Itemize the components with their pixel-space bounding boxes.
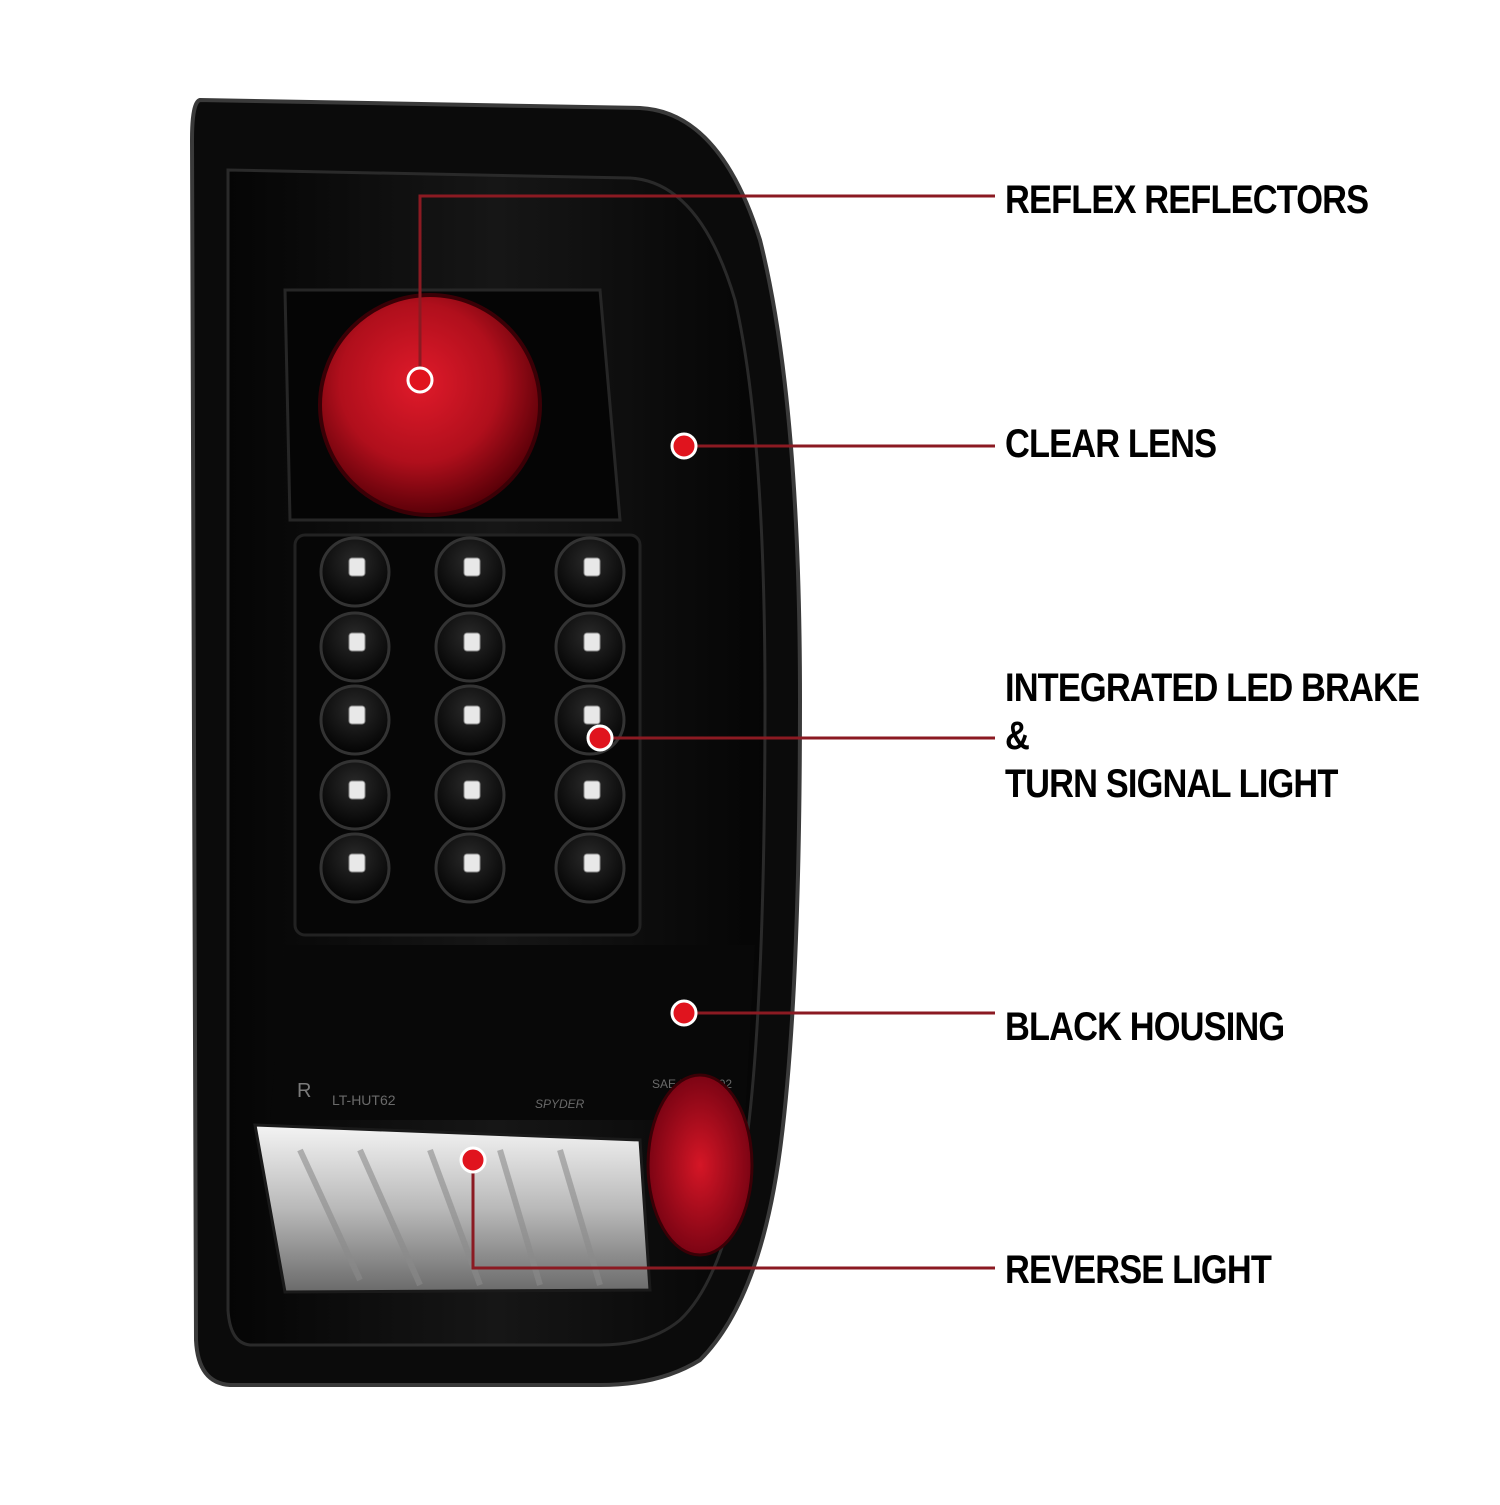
led-diode [348,632,366,652]
led-diode [583,853,601,873]
callout-label-clear-lens: CLEAR LENS [1005,422,1217,466]
callout-line-reverse-light [471,1160,995,1270]
led-diode [348,780,366,800]
callout-dots [406,366,698,1174]
callout-lines [418,194,995,1270]
led-diode [583,780,601,800]
led-bank [293,533,642,937]
led-diode [348,705,366,725]
callout-dot-black-housing [670,999,698,1027]
side-reflector [646,1073,754,1257]
reflex-reflector [318,293,542,517]
led-diode [348,853,366,873]
reverse-light-detail [297,1148,603,1287]
callout-dot-reverse-light [459,1146,487,1174]
callout-line-reflex-reflectors [418,194,995,380]
callout-label-led-line-1: INTEGRATED LED BRAKE [1005,666,1420,710]
callout-label-black-housing: BLACK HOUSING [1005,1005,1285,1049]
led-diode [463,632,481,652]
callout-label-led-line-3: TURN SIGNAL LIGHT [1005,762,1338,806]
led-diode [583,557,601,577]
callout-dot-reflex-reflectors [406,366,434,394]
callout-dot-clear-lens [670,432,698,460]
callout-label-led-brake-turn: INTEGRATED LED BRAKE & TURN SIGNAL LIGHT [1005,664,1420,808]
callout-label-reflex-reflectors: REFLEX REFLECTORS [1005,178,1369,222]
led-diode [463,705,481,725]
led-diode [348,557,366,577]
led-diode [583,632,601,652]
housing-lower-band [270,945,755,1120]
stamp-side: R [297,1080,311,1102]
led-diode [463,853,481,873]
callout-dot-led [586,724,614,752]
led-diode [463,780,481,800]
callout-label-led-line-2: & [1005,714,1030,758]
stamp-part-number: LT-HUT62 [332,1092,396,1108]
led-diode [463,557,481,577]
stamp-brand: SPYDER [535,1097,585,1111]
callout-label-reverse-light: REVERSE LIGHT [1005,1248,1272,1292]
led-diode [583,705,601,725]
